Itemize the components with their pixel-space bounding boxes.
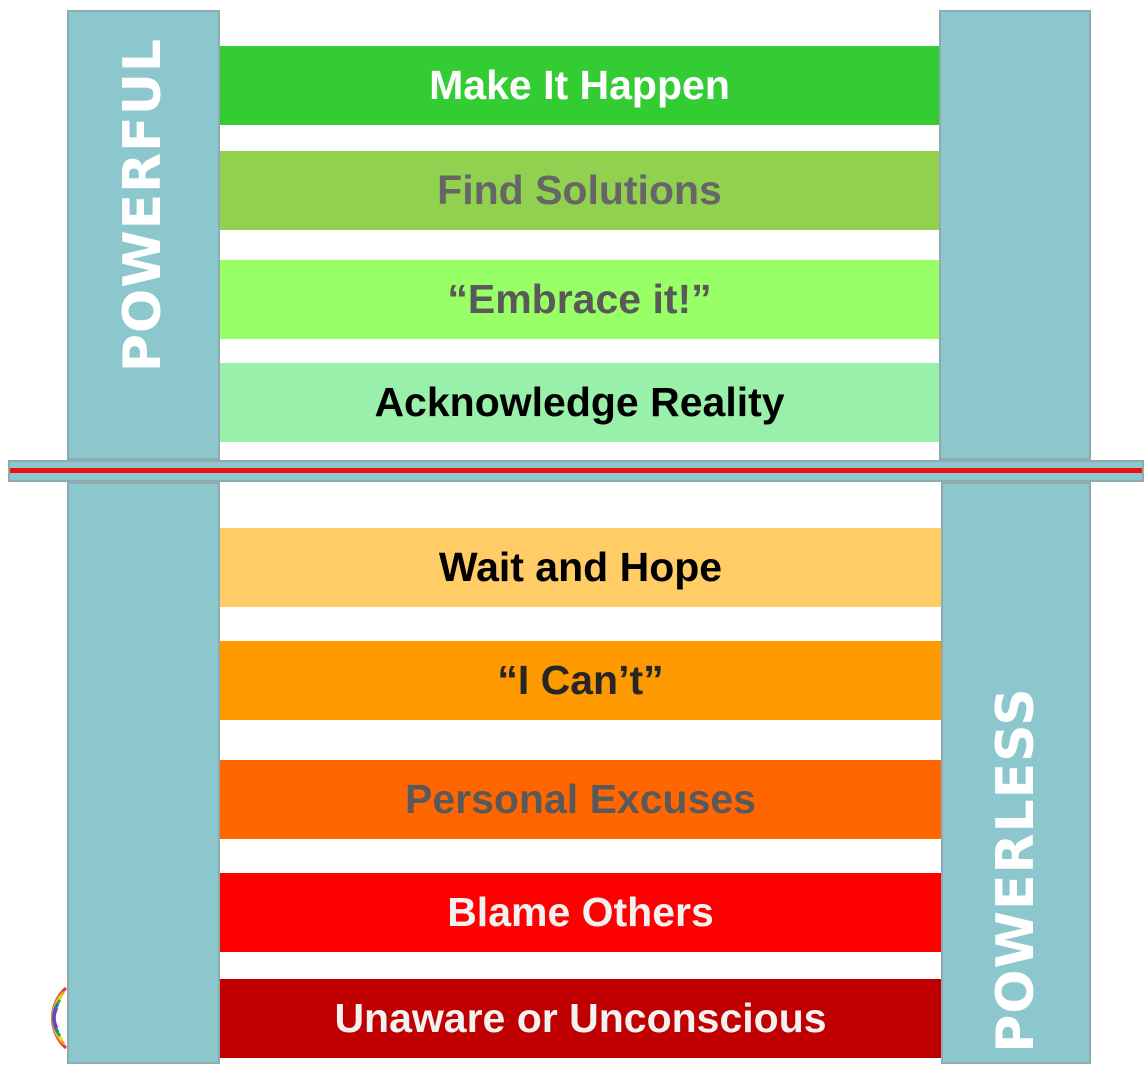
level-bar-personal-excuses: Personal Excuses	[220, 760, 941, 839]
powerless-label: POWERLESS	[986, 687, 1046, 1053]
level-bar-wait-and-hope: Wait and Hope	[220, 528, 941, 607]
red-threshold-line	[10, 468, 1142, 473]
right-pillar-upper	[939, 10, 1091, 460]
level-bar-blame-others: Blame Others	[220, 873, 941, 952]
right-pillar-lower	[941, 482, 1091, 1064]
level-bar-find-solutions: Find Solutions	[220, 151, 939, 230]
dividing-line	[8, 460, 1144, 482]
left-pillar-upper	[67, 10, 220, 460]
level-bar-i-cant: “I Can’t”	[220, 641, 941, 720]
left-pillar-lower	[67, 482, 220, 1064]
powerful-label: POWERFUL	[113, 37, 173, 373]
rainbow-logo-icon	[51, 986, 68, 1050]
level-bar-make-it-happen: Make It Happen	[220, 46, 939, 125]
level-bar-embrace-it: “Embrace it!”	[220, 260, 939, 339]
level-bar-unaware-or-unconscious: Unaware or Unconscious	[220, 979, 941, 1058]
level-bar-acknowledge-reality: Acknowledge Reality	[220, 363, 939, 442]
